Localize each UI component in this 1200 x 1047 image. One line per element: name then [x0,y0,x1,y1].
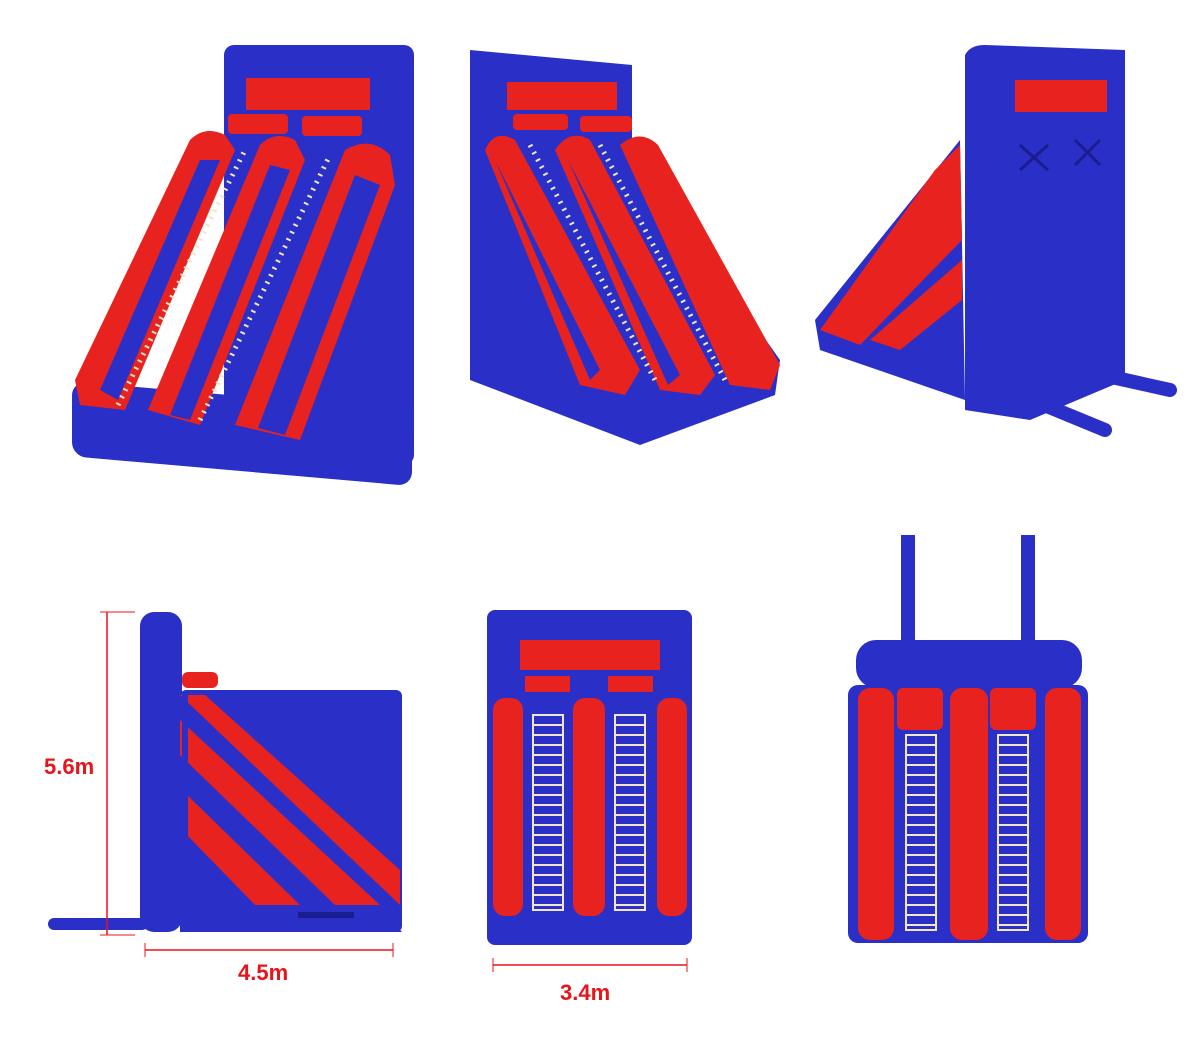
view-side-elevation [48,611,402,957]
view-top-plan [848,535,1088,943]
width-dimension-label: 3.4m [560,980,611,1005]
view-rear-perspective [815,45,1177,437]
height-dimension-label: 5.6m [44,754,95,779]
view-front-elevation [487,610,692,972]
view-front-left-perspective [72,45,414,485]
length-dimension-label: 4.5m [238,960,289,985]
view-front-right-perspective [470,50,780,445]
